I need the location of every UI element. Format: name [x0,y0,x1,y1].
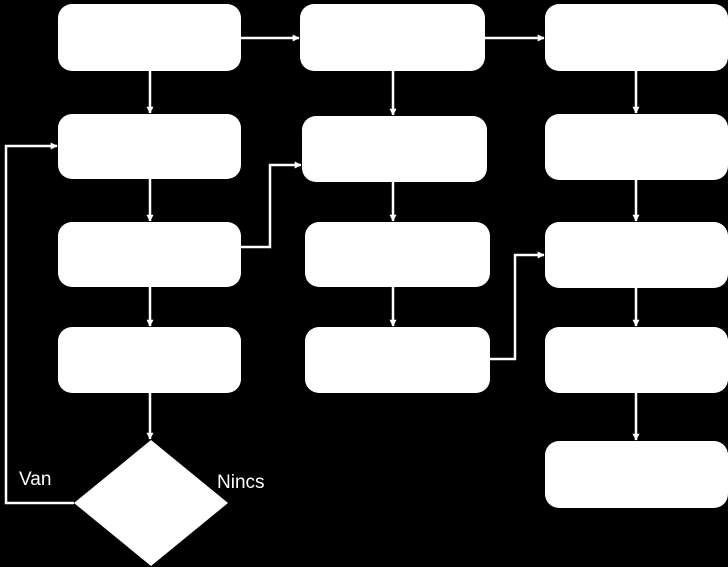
process-box-col1-row3 [58,222,241,287]
decision-yes-label: Van [19,469,51,490]
arrow-decision-loop-back [4,142,74,505]
arrow-c2r4-to-c3r3 [490,251,545,361]
process-box-col3-row5 [545,441,728,508]
arrow-c1r3-to-c2r2 [241,161,302,249]
process-box-col2-row4 [305,327,490,393]
process-box-col3-row4 [545,327,728,393]
process-box-col2-row2 [302,116,487,182]
process-box-col1-row2 [58,114,241,179]
process-box-col3-row1 [545,4,728,71]
decision-diamond [74,440,228,566]
process-box-col3-row2 [545,114,728,180]
process-box-col1-row1 [58,4,241,71]
decision-no-label: Nincs [217,472,265,493]
process-box-col2-row1 [300,4,485,71]
process-box-col1-row4 [58,327,241,393]
process-box-col3-row3 [545,222,728,288]
process-box-col2-row3 [305,222,490,287]
